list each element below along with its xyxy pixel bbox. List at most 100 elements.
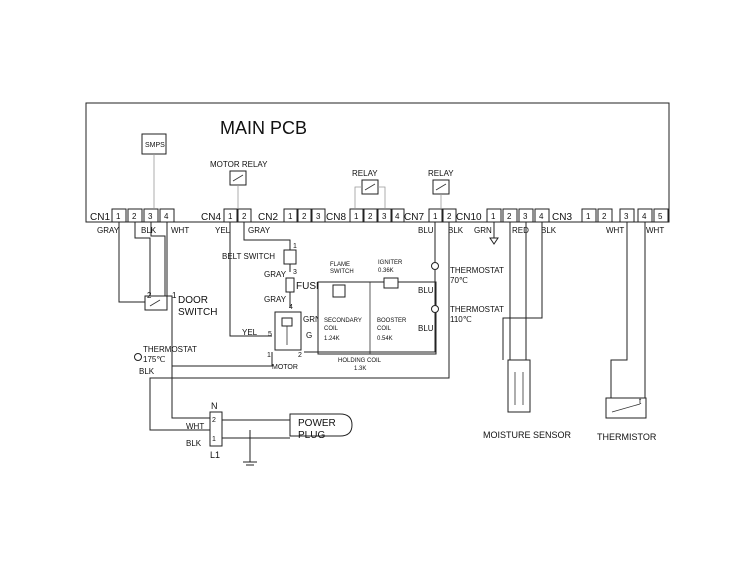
thermostat-110-symbol — [431, 305, 439, 313]
belt-switch-wire-gray: GRAY — [264, 270, 287, 279]
cn3-pin-5-label: 5 — [658, 212, 663, 221]
cn4-pin-2-label: 2 — [242, 212, 247, 221]
secondary-coil-label-2: COIL — [324, 326, 339, 332]
motor-relay-label: MOTOR RELAY — [210, 160, 268, 169]
wire-cn1-wht — [166, 222, 210, 419]
moisture-sensor-label: MOISTURE SENSOR — [483, 430, 572, 440]
relay-cn8-lead-a — [354, 186, 362, 208]
thermostat-70-label: THERMOSTAT — [450, 266, 504, 275]
door-switch-label-2: SWITCH — [178, 307, 217, 318]
terminal-pin-1: 1 — [212, 436, 216, 443]
cn8-pins: 1 2 3 4 — [349, 208, 405, 223]
wire-cn7-blk — [149, 222, 450, 431]
holding-coil-value: 1.3K — [354, 366, 366, 372]
neutral-label: N — [211, 401, 218, 411]
main-pcb-title: MAIN PCB — [220, 118, 307, 138]
wire-label-cn4-gray: GRAY — [248, 226, 271, 235]
belt-switch-pin-1: 1 — [293, 243, 297, 250]
wire-label-cn1-wht: WHT — [171, 226, 189, 235]
motor-label: MOTOR — [272, 364, 298, 371]
relay-cn7-label: RELAY — [428, 169, 454, 178]
line-label: L1 — [210, 450, 220, 460]
wire-label-cn10-grn: GRN — [474, 226, 492, 235]
wire-cn1-pin2 — [134, 222, 151, 298]
motor-pin-2: 2 — [298, 352, 302, 359]
cn1-pin-1-label: 1 — [116, 212, 121, 221]
cn1-pin-2-label: 2 — [132, 212, 137, 221]
wire-label-cn1-gray: GRAY — [97, 226, 120, 235]
cn1-pin-3-label: 3 — [148, 212, 153, 221]
relay-cn8-lead-b — [378, 186, 386, 208]
cn8-pin-1-label: 1 — [354, 212, 359, 221]
thermostat-175-symbol — [134, 353, 142, 361]
cn3-pin-2-label: 2 — [602, 212, 607, 221]
cn2-pin-1-label: 1 — [288, 212, 293, 221]
secondary-coil-value: 1.24K — [324, 336, 340, 342]
cn2-pin-1 — [283, 208, 298, 223]
cn10-pin-4-label: 4 — [539, 212, 544, 221]
terminal-wire-wht: WHT — [186, 422, 204, 431]
left-wiring — [118, 222, 291, 419]
thermostat-70-value: 70℃ — [450, 276, 468, 285]
cn1-pin-4-label: 4 — [164, 212, 169, 221]
cn8-pin-1 — [349, 208, 364, 223]
cn10-pin-3-label: 3 — [523, 212, 528, 221]
igniter-label: IGNITER — [378, 260, 403, 266]
cn4-pin-1-label: 1 — [228, 212, 233, 221]
cn2-label: CN2 — [258, 212, 278, 223]
cn10-pin-1-label: 1 — [491, 212, 496, 221]
thermostat-175-value: 175℃ — [143, 355, 165, 364]
motor-wire-grn: GRN — [303, 315, 321, 324]
thermistor-t: t — [639, 397, 642, 406]
cn8-pin-4-label: 4 — [395, 212, 400, 221]
thermostat-110-value: 110℃ — [450, 315, 472, 324]
wire-label-cn3-wht-a: WHT — [606, 226, 624, 235]
motor-pin-1: 1 — [267, 352, 271, 359]
wire-thermostat-175-motor — [172, 352, 273, 367]
flame-switch-box — [332, 284, 346, 298]
wire-thermostat-110-motor — [304, 313, 436, 353]
cn7-pin-1-label: 1 — [433, 212, 438, 221]
wire-label-cn3-wht-b: WHT — [646, 226, 664, 235]
terminal-wire-blk: BLK — [186, 439, 202, 448]
cn3-pin-5 — [653, 208, 669, 223]
cn4-pins: 1 2 — [223, 208, 252, 223]
fuse-symbol — [285, 277, 295, 293]
wire-cn1-blk — [150, 222, 166, 300]
thermostat-175-label: THERMOSTAT — [143, 345, 197, 354]
terminal-pin-2: 2 — [212, 417, 216, 424]
motor-switch — [281, 317, 293, 327]
wire-cn3-wht-a — [610, 222, 628, 412]
main-pcb-outline — [85, 102, 670, 223]
cn3-pin-2 — [597, 208, 613, 223]
terminal-block — [209, 411, 223, 447]
igniter-value: 0.36K — [378, 268, 394, 274]
wire-label-cn10-red: RED — [512, 226, 529, 235]
cn2-pin-3-label: 3 — [316, 212, 321, 221]
cn8-pin-3-label: 3 — [382, 212, 387, 221]
cn10-pins: 1 2 3 4 — [486, 208, 550, 223]
cn3-pin-1 — [581, 208, 597, 223]
wire-cn4-gray — [243, 222, 291, 250]
door-switch-contact — [149, 299, 161, 307]
cn10-pin-2-label: 2 — [507, 212, 512, 221]
wire-label-cn10-blk: BLK — [541, 226, 557, 235]
cn8-label: CN8 — [326, 212, 346, 223]
cn4-label: CN4 — [201, 212, 221, 223]
power-plug-shape — [289, 413, 353, 437]
door-switch-box — [144, 295, 168, 311]
cn10-ground-symbol — [489, 237, 499, 245]
cn3-pins: 1 2 3 4 5 — [581, 208, 669, 223]
thermistor-symbol-line — [611, 403, 641, 413]
power-plug-label-2: PLUG — [298, 430, 325, 441]
holding-coil-label: HOLDING COIL — [338, 358, 382, 364]
cn2-pin-2 — [297, 208, 312, 223]
belt-switch-box — [283, 249, 297, 265]
thermistor-label: THERMISTOR — [597, 432, 657, 442]
cn8-pin-3 — [377, 208, 392, 223]
igniter-wire-blu: BLU — [418, 286, 434, 295]
thermostat-110-label: THERMOSTAT — [450, 305, 504, 314]
cn3-label: CN3 — [552, 212, 572, 223]
wire-cn4-yel — [229, 222, 272, 337]
